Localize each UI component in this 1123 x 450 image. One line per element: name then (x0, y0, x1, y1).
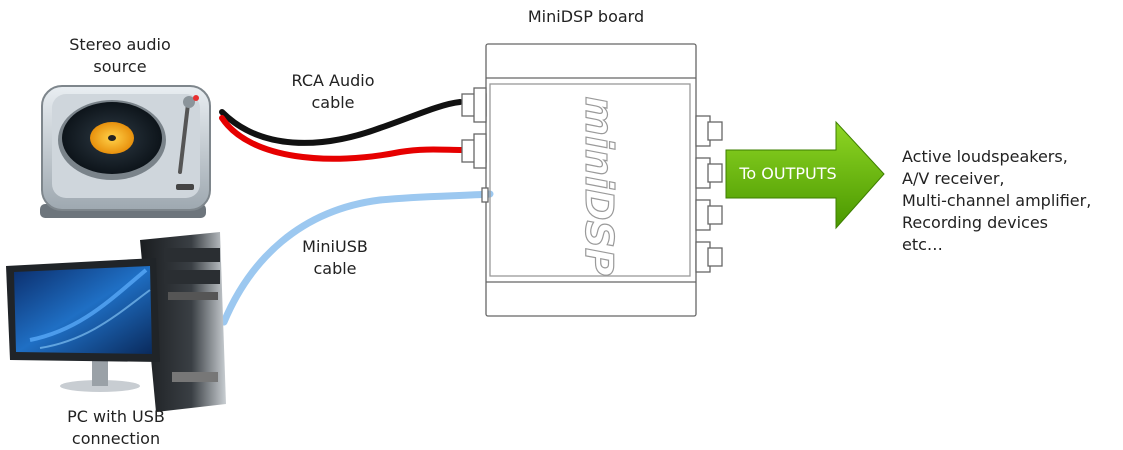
outputs-item: Recording devices (902, 213, 1048, 232)
minidsp-board (461, 43, 723, 317)
outputs-item: etc… (902, 235, 943, 254)
source-label: Stereo audio source (69, 35, 171, 76)
outputs-arrow (725, 120, 885, 230)
board-logo: miniDSP (577, 96, 621, 276)
outputs-list: Active loudspeakers, A/V receiver, Multi… (902, 146, 1091, 256)
outputs-arrow-label: To OUTPUTS (739, 164, 837, 183)
board-label: MiniDSP board (527, 7, 645, 26)
outputs-item: Multi-channel amplifier, (902, 191, 1092, 210)
rca-cable-red (219, 115, 465, 162)
usb-cable-label: MiniUSB cable (302, 237, 368, 278)
pc-label: PC with USB connection (67, 407, 165, 448)
rca-cable-label: RCA Audio cable (291, 71, 375, 112)
turntable-icon (40, 85, 211, 218)
rca-cable-black (219, 99, 463, 146)
outputs-item: Active loudspeakers, (902, 147, 1068, 166)
desktop-computer-icon (6, 232, 226, 412)
outputs-item: A/V receiver, (902, 169, 1005, 188)
usb-cable (220, 190, 494, 326)
